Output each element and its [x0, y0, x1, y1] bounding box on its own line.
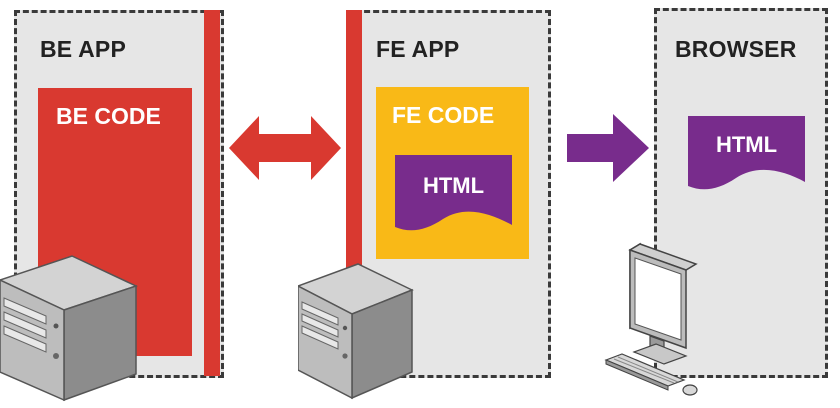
be-app-red-bar [204, 10, 220, 376]
browser-title: BROWSER [675, 36, 797, 62]
fe-html-document: HTML [395, 155, 512, 233]
desktop-computer-icon [604, 242, 708, 402]
right-arrow-icon [567, 114, 649, 182]
browser-html-document: HTML [688, 116, 805, 192]
be-code-label: BE CODE [56, 103, 161, 129]
browser-panel [654, 8, 828, 378]
be-app-title: BE APP [40, 36, 126, 62]
server-tower-icon [298, 260, 414, 402]
fe-html-label: HTML [422, 173, 485, 198]
double-arrow-icon [229, 112, 341, 184]
fe-app-title: FE APP [376, 36, 460, 62]
fe-code-label: FE CODE [392, 102, 495, 128]
server-tower-icon [0, 252, 140, 404]
browser-html-label: HTML [715, 132, 778, 157]
